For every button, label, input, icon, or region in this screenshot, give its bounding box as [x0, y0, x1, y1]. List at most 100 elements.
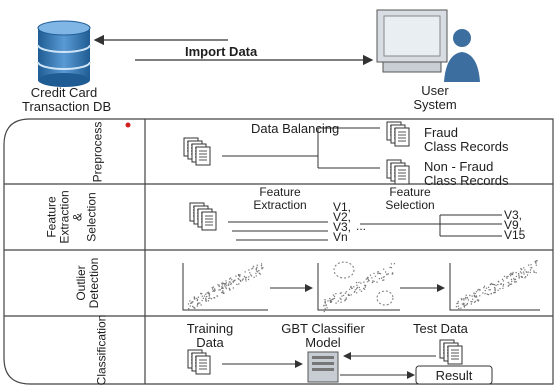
scatter-point: [536, 260, 538, 262]
scatter-points: [187, 260, 538, 313]
scatter-point: [237, 277, 239, 280]
scatter-point: [249, 272, 251, 274]
scatter-point: [205, 293, 207, 295]
outlier-title: Outlier Detection: [74, 257, 101, 309]
scatter-point: [238, 278, 240, 281]
scatter-point: [515, 281, 517, 283]
outlier-title-line2: Detection: [87, 257, 101, 309]
scatter-point: [234, 279, 236, 281]
scatter-point: [521, 276, 523, 278]
scatter-point: [323, 310, 325, 313]
scatter-point: [326, 307, 328, 309]
scatter-point: [207, 300, 210, 302]
scatter-point: [510, 283, 513, 285]
scatter-point: [514, 281, 516, 283]
scatter-point: [488, 289, 490, 291]
fraud-label-line1: Fraud: [424, 125, 458, 140]
scatter-point: [525, 271, 527, 273]
scatter-point: [342, 294, 345, 297]
scatter-point: [259, 273, 261, 275]
scatter-point: [392, 273, 394, 275]
scatter-point: [364, 284, 366, 286]
scatter-point: [529, 271, 531, 274]
scatter-point: [475, 291, 478, 293]
scatter-point: [323, 304, 325, 307]
nonfraud-label-line2: Class Records: [424, 172, 509, 188]
test-data-label: Test Data: [413, 321, 468, 336]
scatter-point: [490, 282, 492, 285]
scatter-point: [206, 295, 208, 298]
scatter-point: [528, 264, 530, 266]
scatter-point: [200, 304, 202, 306]
scatter-point: [469, 294, 471, 297]
scatter-point: [356, 284, 358, 286]
scatter-point: [518, 277, 520, 279]
scatter-point: [477, 300, 480, 302]
scatter-point: [250, 275, 253, 277]
feature-title-line3: &: [71, 212, 85, 222]
classification-title: Classification: [94, 314, 109, 386]
scatter-point: [518, 274, 520, 276]
scatter-point: [529, 269, 532, 271]
user-label-line1: User: [421, 83, 449, 98]
feature-selection-label: Feature Selection: [375, 186, 445, 211]
scatter-point: [466, 303, 468, 306]
scatter-point: [333, 295, 336, 298]
scatter-point: [196, 299, 199, 301]
scatter-point: [340, 298, 342, 301]
scatter-point: [341, 295, 343, 297]
scatter-point: [245, 280, 247, 282]
scatter-point: [386, 273, 388, 276]
extracted-feature: Vn: [333, 230, 348, 244]
scatter-point: [236, 283, 238, 286]
scatter-point: [222, 287, 224, 290]
scatter-point: [526, 274, 529, 276]
fraud-docs-icon: [387, 122, 409, 146]
scatter-point: [502, 280, 505, 282]
scatter-point: [363, 281, 365, 283]
scatter-point: [235, 275, 237, 277]
scatter-point: [364, 286, 367, 288]
scatter-point: [495, 284, 497, 287]
scatter-point: [214, 297, 216, 299]
scatter-point: [507, 275, 509, 278]
scatter-point: [513, 279, 515, 281]
scatter-point: [218, 285, 220, 288]
scatter-point: [518, 276, 520, 278]
scatter-point: [482, 292, 484, 294]
scatter-point: [243, 275, 246, 278]
scatter-point: [462, 303, 464, 305]
scatter-point: [455, 306, 458, 308]
selected-feature: V9,: [504, 218, 523, 232]
scatter-point: [463, 306, 466, 308]
scatter-point: [231, 279, 233, 281]
scatter-point: [252, 267, 254, 269]
scatter-point: [497, 283, 499, 286]
user-label-line2: System: [413, 96, 457, 112]
scatter-point: [240, 280, 242, 283]
process-frame: [3, 118, 554, 385]
database-icon: [37, 20, 91, 87]
scatter-point: [523, 273, 525, 275]
scatter-point: [519, 271, 522, 273]
scatter-point: [354, 289, 357, 291]
scatter-point: [457, 305, 459, 307]
scatter-point: [369, 274, 372, 276]
scatter-point: [337, 300, 339, 302]
scatter-point: [353, 286, 355, 288]
scatter-point: [255, 272, 257, 275]
scatter-point: [196, 297, 198, 299]
scatter-point: [216, 295, 218, 297]
scatter-point: [238, 283, 240, 285]
feature-title: Feature Extraction & Selection: [45, 190, 99, 243]
scatter-point: [348, 288, 351, 290]
scatter-point: [535, 272, 537, 274]
scatter-point: [465, 294, 467, 296]
scatter-point: [260, 263, 263, 265]
scatter-point: [464, 296, 467, 299]
scatter-point: [474, 300, 476, 303]
scatter-point: [225, 286, 227, 288]
feature-selection-line2: Selection: [385, 197, 435, 212]
scatter-point: [382, 279, 384, 281]
